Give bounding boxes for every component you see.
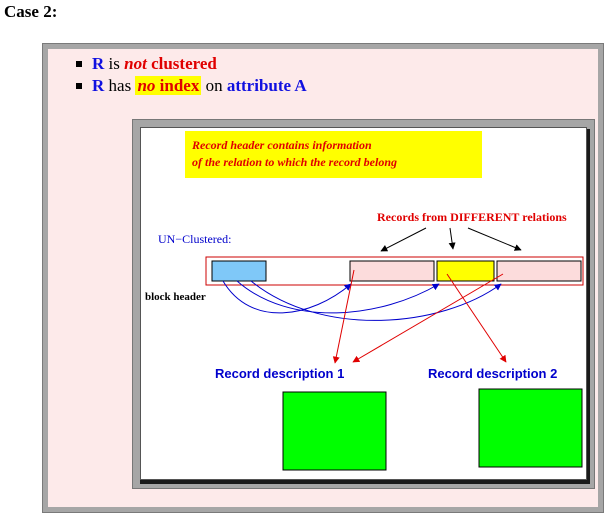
record-cell-highlighted — [436, 260, 495, 282]
bullet-text: is — [104, 54, 125, 73]
record-cell — [496, 260, 582, 282]
index-text: index — [155, 76, 200, 95]
bullet-list: R is not clustered R has no index on att… — [68, 53, 307, 97]
record-description-1-label: Record description 1 — [215, 366, 344, 381]
emphasis-not: not — [124, 54, 147, 73]
bullet-item: R is not clustered — [68, 53, 307, 75]
emphasis-no: no — [137, 76, 156, 95]
diagram-canvas: Record header contains information of th… — [140, 127, 587, 480]
bullet-square-icon — [76, 83, 82, 89]
unclustered-label: UN−Clustered: — [158, 232, 231, 246]
record-to-desc-arrow — [352, 273, 504, 363]
header-note-line1: Record header contains information — [191, 138, 372, 152]
block-header-cell — [211, 260, 267, 282]
pointer-arrow — [380, 227, 427, 252]
bullet-square-icon — [76, 61, 82, 67]
block-header-label: block header — [145, 291, 206, 303]
records-label: Records from DIFFERENT relations — [377, 210, 567, 224]
slide: R is not clustered R has no index on att… — [48, 49, 598, 507]
header-to-record-arrow — [222, 280, 352, 314]
pointer-arrow — [448, 227, 456, 250]
no-index-highlight: no index — [135, 76, 202, 95]
record-cell — [349, 260, 435, 282]
record-description-2-label: Record description 2 — [428, 366, 557, 381]
clustered-text: clustered — [146, 54, 217, 73]
disk-block — [205, 256, 584, 286]
bullet-item: R has no index on attribute A — [68, 75, 307, 97]
record-description-1-box — [282, 391, 387, 471]
header-note-line2: of the relation to which the record belo… — [192, 155, 397, 169]
header-to-record-arrow — [250, 280, 502, 321]
bullet-text: has — [104, 76, 136, 95]
case-title: Case 2: — [4, 2, 58, 21]
bullet-text: on — [201, 76, 227, 95]
record-to-desc-arrow — [446, 273, 507, 363]
diagram-shadow — [140, 480, 589, 484]
relation-name: R — [92, 54, 105, 73]
header-to-record-arrow — [236, 280, 440, 314]
record-to-desc-arrow — [332, 269, 355, 364]
record-description-2-box — [478, 388, 583, 468]
diagram-frame: Record header contains information of th… — [132, 119, 595, 489]
relation-name: R — [92, 76, 105, 95]
pointer-arrow — [467, 227, 522, 251]
header-note-box — [185, 131, 482, 178]
diagram-shadow-right — [587, 129, 590, 484]
attribute-name: attribute A — [226, 76, 307, 95]
slide-frame: R is not clustered R has no index on att… — [42, 43, 604, 513]
diagram-svg: Record header contains information of th… — [145, 131, 584, 471]
